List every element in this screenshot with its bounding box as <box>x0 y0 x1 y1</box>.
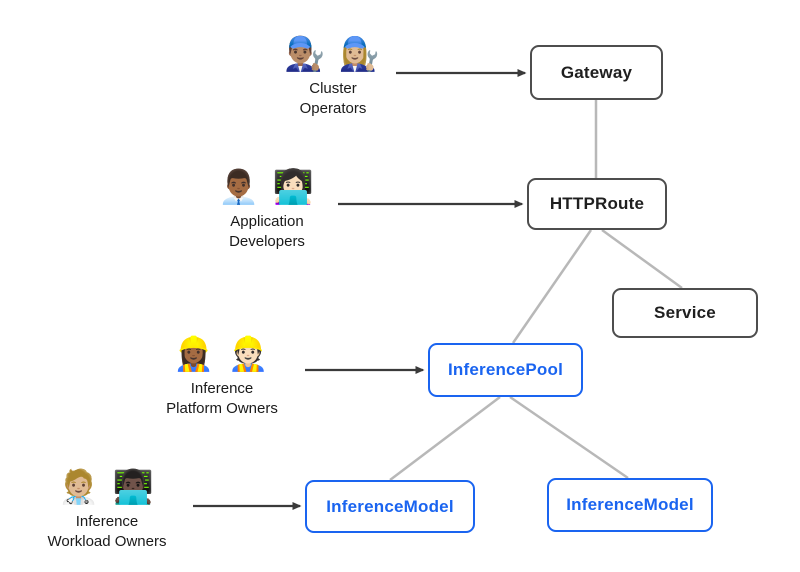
actor-label: Inference Platform Owners <box>166 380 278 417</box>
node-gateway: Gateway <box>530 45 663 100</box>
node-httproute: HTTPRoute <box>527 178 667 230</box>
actor-label: Inference Workload Owners <box>47 513 167 550</box>
actor-label: Application Developers <box>229 213 305 250</box>
construction-workers-emoji-icon: 👷🏾‍♀️ 👷🏻 <box>173 335 271 372</box>
edge-httproute-inferencepool <box>511 229 593 344</box>
edge-httproute-service <box>601 228 683 290</box>
actor-cluster-operators: 👨🏽‍🔧 👩🏼‍🔧 Cluster Operators <box>233 33 433 118</box>
edge-inferencepool-model-left <box>389 396 501 481</box>
developers-emoji-icon: 👨🏾‍💼 👩🏻‍💻 <box>218 168 316 205</box>
workload-owners-emoji-icon: 🧑🏼‍⚕️ 👨🏿‍💻 <box>58 468 156 505</box>
node-inferencemodel-left: InferenceModel <box>305 480 475 533</box>
actor-inference-workload-owners: 🧑🏼‍⚕️ 👨🏿‍💻 Inference Workload Owners <box>7 466 207 551</box>
node-inferencemodel-right: InferenceModel <box>547 478 713 532</box>
edge-inferencepool-model-right <box>509 395 629 480</box>
mechanics-emoji-icon: 👨🏽‍🔧 👩🏼‍🔧 <box>284 35 382 72</box>
actor-application-developers: 👨🏾‍💼 👩🏻‍💻 Application Developers <box>167 166 367 251</box>
actor-inference-platform-owners: 👷🏾‍♀️ 👷🏻 Inference Platform Owners <box>122 333 322 418</box>
node-service: Service <box>612 288 758 338</box>
actor-label: Cluster Operators <box>299 80 367 117</box>
node-inferencepool: InferencePool <box>428 343 583 397</box>
